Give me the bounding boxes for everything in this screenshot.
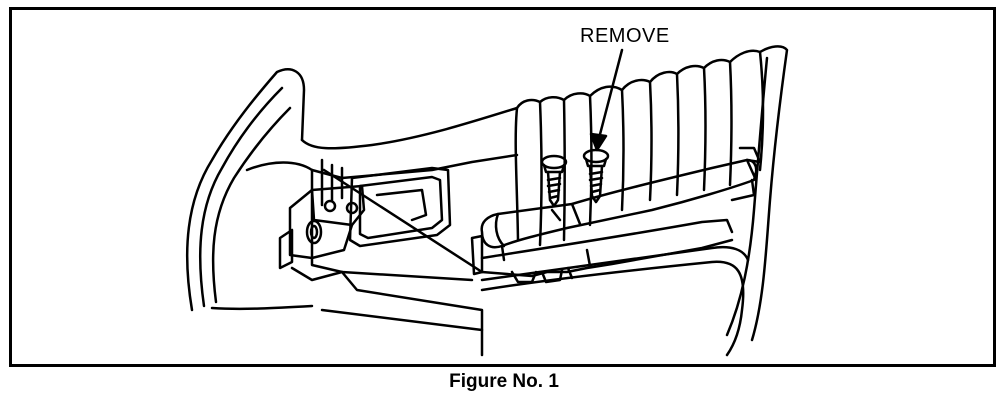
figure-caption: Figure No. 1 [449, 371, 559, 392]
figure-frame: REMOVE [9, 7, 996, 367]
regulator-opening [348, 166, 452, 248]
screw-left [540, 154, 568, 208]
ribbed-panel [514, 45, 789, 342]
handle-base [470, 218, 750, 284]
remove-callout-label: REMOVE [580, 25, 670, 47]
lower-panel-curve [480, 260, 745, 357]
leader-line [322, 168, 484, 274]
callout-arrow [589, 48, 624, 152]
assist-handle [480, 146, 762, 249]
latch-bracket [278, 158, 366, 282]
door-panel-outline [185, 68, 519, 312]
door-assist-handle-illustration [185, 45, 789, 357]
